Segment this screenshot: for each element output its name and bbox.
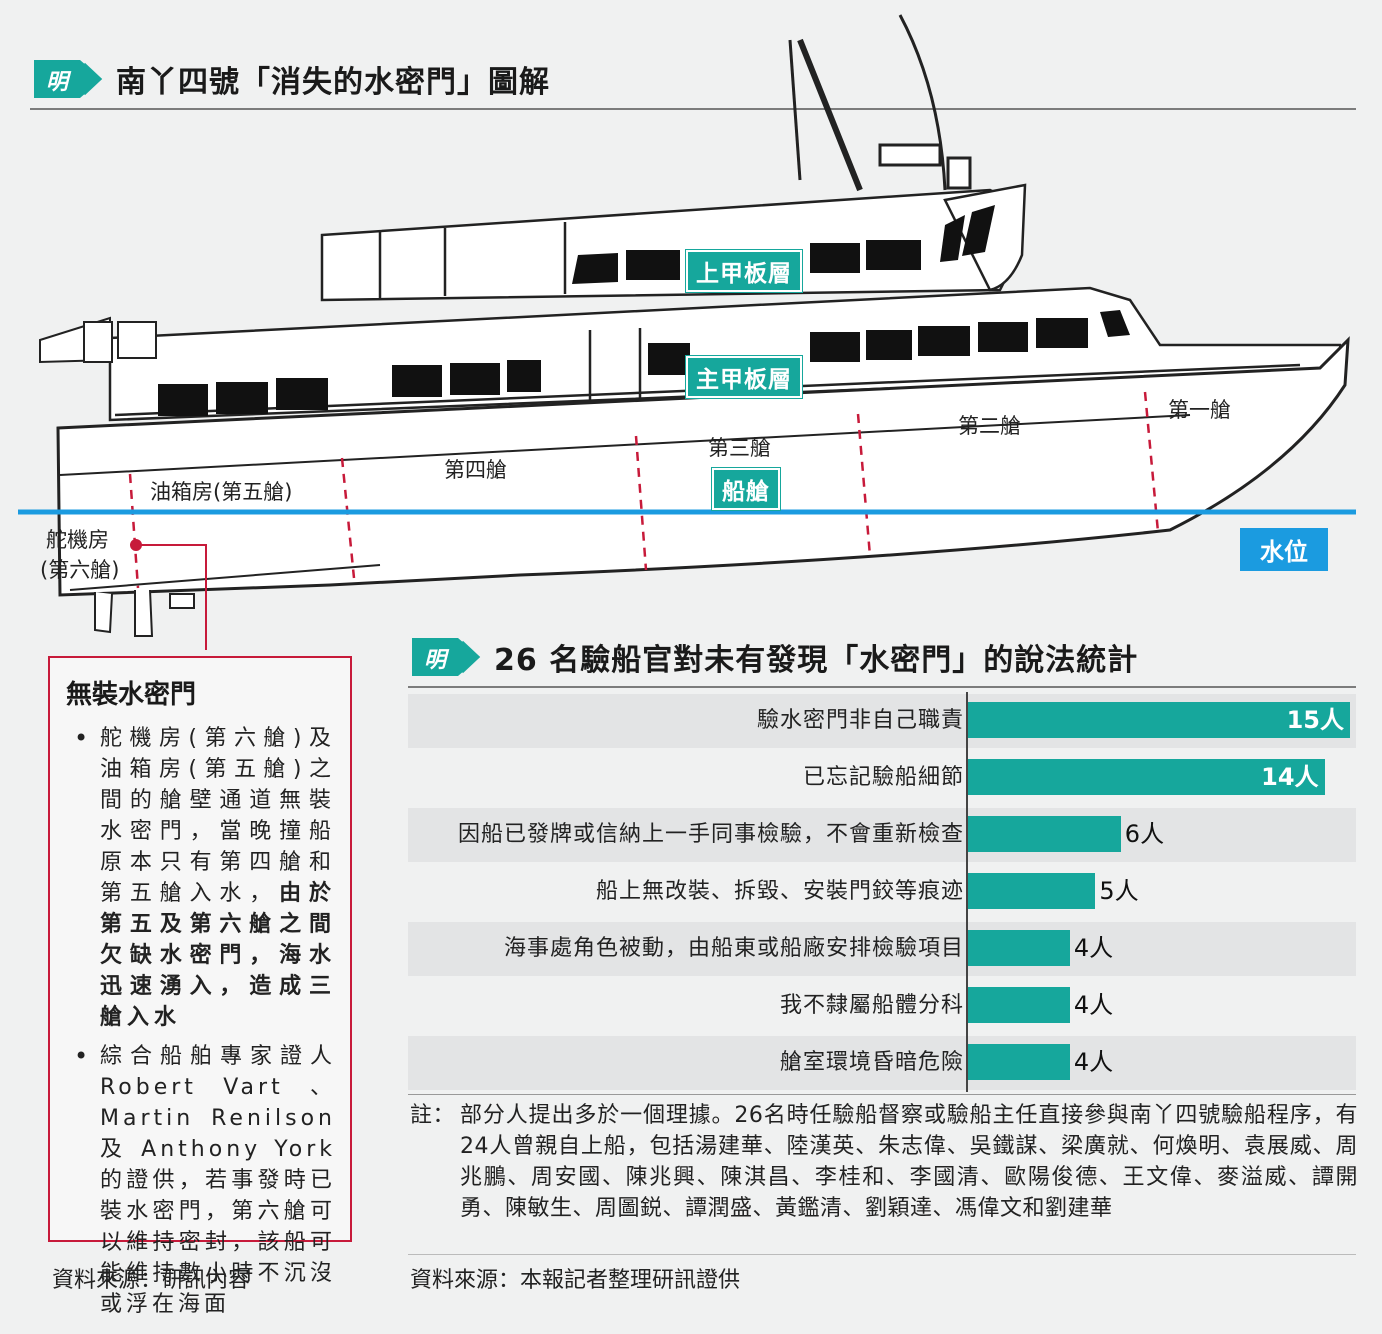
- bar-category-label: 我不隸屬船體分科: [779, 993, 964, 1018]
- bar-row: 已忘記驗船細節 14人: [408, 751, 1356, 805]
- bar-value-label: 4人: [1073, 1048, 1114, 1076]
- hull-outline: [56, 336, 1350, 597]
- bar-category-label: 已忘記驗船細節: [802, 765, 964, 790]
- water-level-tag: 水位: [1240, 528, 1328, 571]
- compartment-3-label: 第三艙: [708, 436, 771, 460]
- mingpao-logo: 明: [30, 56, 104, 102]
- no-watertight-door-callout: 無裝水密門 舵機房(第六艙)及油箱房(第五艙)之間的艙壁通道無裝水密門，當晚撞船…: [48, 656, 352, 1317]
- bar-category-label: 驗水密門非自己職責: [756, 708, 964, 733]
- compartment-1-label: 第一艙: [1168, 398, 1231, 422]
- title-rule: [30, 108, 1356, 110]
- callout-bullet-1: 舵機房(第六艙)及油箱房(第五艙)之間的艙壁通道無裝水密門，當晚撞船原本只有第四…: [66, 723, 336, 1033]
- logo-char: 明: [46, 69, 69, 95]
- bar-value-label: 14人: [1261, 763, 1319, 791]
- chart-bottom-rule: [408, 1094, 1356, 1095]
- footnote: 註： 部分人提出多於一個理據。26名時任驗船督察或驗船主任直接參與南丫四號驗船程…: [410, 1100, 1358, 1224]
- upper-deck-windows: [572, 205, 995, 284]
- bar: [968, 702, 1350, 738]
- chart-title-rule: [408, 686, 1356, 688]
- stern-detail: [39, 316, 157, 364]
- bar-value-label: 6人: [1124, 820, 1165, 848]
- bar: [968, 816, 1121, 852]
- logo-char-2: 明: [424, 647, 447, 673]
- bar: [968, 759, 1325, 795]
- propeller-icon: [94, 589, 195, 637]
- footnote-text: 部分人提出多於一個理據。26名時任驗船督察或驗船主任直接參與南丫四號驗船程序，有…: [460, 1103, 1358, 1221]
- source-left: 資料來源：研訊內容: [52, 1268, 251, 1293]
- mast-icon: [788, 14, 972, 192]
- bar: [968, 1044, 1070, 1080]
- compartment-6-label-line2: (第六艙): [40, 558, 120, 582]
- bar-value-label: 4人: [1073, 991, 1114, 1019]
- logo-badge-icon: [34, 60, 103, 98]
- bar-row: 船上無改裝、拆毀、安裝門鉸等痕迹 5人: [408, 865, 1356, 919]
- hold-tag: 船艙: [712, 468, 780, 510]
- bar-value-label: 4人: [1073, 934, 1114, 962]
- bar-value-label: 5人: [1099, 877, 1139, 905]
- ferry-diagram: [18, 14, 1356, 650]
- chart-title: 26 名驗船官對未有發現「水密門」的說法統計: [494, 643, 1139, 678]
- page-title: 南丫四號「消失的水密門」圖解: [116, 65, 550, 100]
- mingpao-logo-2: 明: [408, 634, 482, 680]
- bar-row: 艙室環境昏暗危險 4人: [408, 1036, 1356, 1090]
- callout-bullet-2: 綜合船舶專家證人 Robert Vart 、 Martin Renilson 及…: [66, 1041, 336, 1320]
- callout-connector: [130, 539, 207, 650]
- bar-axis-line: [966, 692, 968, 1092]
- callout-bullet-1-text: 舵機房(第六艙)及油箱房(第五艙)之間的艙壁通道無裝水密門，當晚撞船原本只有第四…: [100, 726, 336, 906]
- bar-category-label: 艙室環境昏暗危險: [779, 1050, 964, 1075]
- bar-category-label: 因船已發牌或信納上一手同事檢驗，不會重新檢查: [457, 822, 964, 847]
- compartment-4-label: 第四艙: [444, 458, 507, 482]
- bar: [968, 930, 1070, 966]
- upper-deck-tag: 上甲板層: [686, 250, 802, 292]
- bar-row: 我不隸屬船體分科 4人: [408, 979, 1356, 1033]
- bar-row: 海事處角色被動，由船東或船廠安排檢驗項目 4人: [408, 922, 1356, 976]
- compartment-5-label: 油箱房(第五艙): [150, 480, 293, 504]
- bar-value-label: 15人: [1286, 706, 1344, 734]
- bar-row: 驗水密門非自己職責 15人: [408, 694, 1356, 748]
- callout-heading: 無裝水密門: [66, 680, 197, 710]
- bulkhead-lines: [128, 391, 1160, 589]
- logo-badge-icon-2: [412, 638, 481, 676]
- bar-category-label: 船上無改裝、拆毀、安裝門鉸等痕迹: [595, 879, 964, 904]
- bar: [968, 873, 1096, 909]
- bar-row: 因船已發牌或信納上一手同事檢驗，不會重新檢查 6人: [408, 808, 1356, 862]
- footnote-label: 註：: [410, 1103, 456, 1128]
- compartment-6-label-line1: 舵機房: [46, 528, 109, 552]
- top-title-row: 明 南丫四號「消失的水密門」圖解: [30, 56, 550, 102]
- source-right: 資料來源：本報記者整理研訊證供: [410, 1268, 741, 1293]
- footnote-rule: [408, 1254, 1356, 1255]
- main-deck-tag: 主甲板層: [686, 356, 802, 398]
- bar-category-label: 海事處角色被動，由船東或船廠安排檢驗項目: [503, 936, 964, 961]
- callout-bullet-1-bold: 由於第五及第六艙之間欠缺水密門，海水迅速湧入，造成三艙入水: [100, 881, 336, 1030]
- main-deck-windows: [158, 310, 1130, 416]
- compartment-2-label: 第二艙: [958, 414, 1021, 438]
- bar: [968, 987, 1070, 1023]
- chart-title-row: 明 26 名驗船官對未有發現「水密門」的說法統計: [408, 634, 1138, 680]
